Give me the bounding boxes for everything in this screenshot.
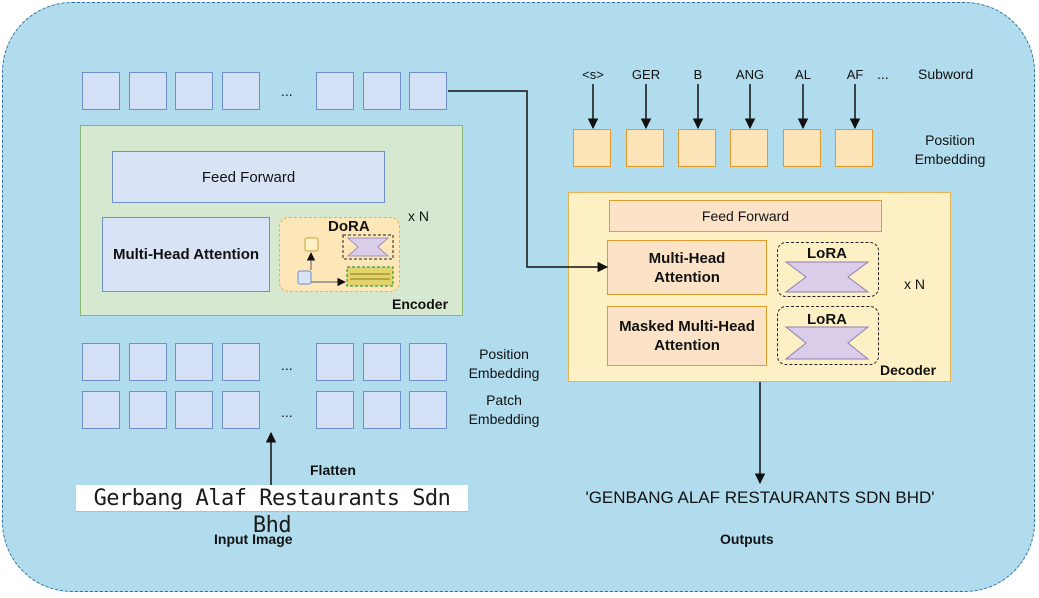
decoder-repeat-label: x N xyxy=(904,276,925,292)
lora-adapter-bottom xyxy=(777,306,879,365)
patch-embedding-label: Patch Embedding xyxy=(462,391,546,429)
label-line: Embedding xyxy=(468,411,540,427)
subword-token: <s> xyxy=(582,67,604,82)
dora-matrix-box xyxy=(346,266,394,287)
encoder-output-token xyxy=(363,72,401,110)
encoder-position-embedding-label: Position Embedding xyxy=(462,345,546,383)
input-image: Gerbang Alaf Restaurants Sdn Bhd xyxy=(76,485,468,538)
label-line: Position xyxy=(925,132,975,148)
ellipsis: ... xyxy=(281,404,293,420)
patch-embedding-token xyxy=(363,391,401,429)
position-embedding-token xyxy=(222,343,260,381)
encoder-output-token xyxy=(129,72,167,110)
decoder-feed-forward: Feed Forward xyxy=(609,200,882,232)
decoder-position-embedding-token xyxy=(626,129,664,167)
patch-embedding-token xyxy=(175,391,213,429)
decoder-position-embedding-token xyxy=(678,129,716,167)
subword-token: GER xyxy=(631,67,661,82)
encoder-output-token xyxy=(409,72,447,110)
outputs-label: Outputs xyxy=(720,531,774,547)
dora-magnitude-icon xyxy=(304,237,319,252)
patch-embedding-token xyxy=(129,391,167,429)
label-line: Embedding xyxy=(468,365,540,381)
decoder-position-embedding-token xyxy=(783,129,821,167)
encoder-output-token xyxy=(82,72,120,110)
encoder-title: Encoder xyxy=(392,296,449,312)
decoder-position-embedding-token xyxy=(835,129,873,167)
dora-label: DoRA xyxy=(328,218,370,235)
position-embedding-token xyxy=(363,343,401,381)
encoder-output-token xyxy=(175,72,213,110)
subword-token: ANG xyxy=(735,67,765,82)
subword-ellipsis: ... xyxy=(877,66,889,82)
ellipsis: ... xyxy=(281,83,293,99)
input-image-label: Input Image xyxy=(214,531,293,547)
position-embedding-token xyxy=(175,343,213,381)
dora-hourglass-icon xyxy=(346,237,390,257)
ellipsis: ... xyxy=(281,357,293,373)
decoder-position-embedding-label: Position Embedding xyxy=(905,131,995,169)
subword-token: AL xyxy=(795,67,811,82)
decoder-position-embedding-token xyxy=(730,129,768,167)
position-embedding-token xyxy=(82,343,120,381)
lora-hourglass-icon xyxy=(784,261,870,293)
encoder-multi-head-attention: Multi-Head Attention xyxy=(102,217,270,292)
position-embedding-token xyxy=(316,343,354,381)
dora-weight-icon xyxy=(297,270,312,285)
patch-embedding-token xyxy=(222,391,260,429)
patch-embedding-token xyxy=(409,391,447,429)
subword-label: Subword xyxy=(918,66,974,82)
encoder-output-token xyxy=(316,72,354,110)
lora-adapter-top xyxy=(777,242,879,297)
lora-label-bottom: LoRA xyxy=(807,311,847,328)
label-line: Position xyxy=(479,346,529,362)
position-embedding-token xyxy=(129,343,167,381)
output-text: 'GENBANG ALAF RESTAURANTS SDN BHD' xyxy=(585,488,935,507)
decoder-masked-multi-head-attention: Masked Multi-Head Attention xyxy=(607,306,767,366)
encoder-output-token xyxy=(222,72,260,110)
lora-hourglass-icon xyxy=(784,326,870,360)
subword-token: B xyxy=(693,67,703,82)
subword-token: AF xyxy=(846,67,864,82)
flatten-label: Flatten xyxy=(310,462,356,478)
dora-direction-box xyxy=(342,234,394,260)
decoder-position-embedding-token xyxy=(573,129,611,167)
patch-embedding-token xyxy=(82,391,120,429)
label-line: Patch xyxy=(486,392,522,408)
label-line: Embedding xyxy=(914,151,986,167)
encoder-repeat-label: x N xyxy=(408,208,429,224)
lora-label-top: LoRA xyxy=(807,245,847,262)
position-embedding-token xyxy=(409,343,447,381)
patch-embedding-token xyxy=(316,391,354,429)
encoder-feed-forward: Feed Forward xyxy=(112,151,385,203)
decoder-title: Decoder xyxy=(880,362,937,378)
encoder-to-decoder-arrow xyxy=(448,90,609,273)
